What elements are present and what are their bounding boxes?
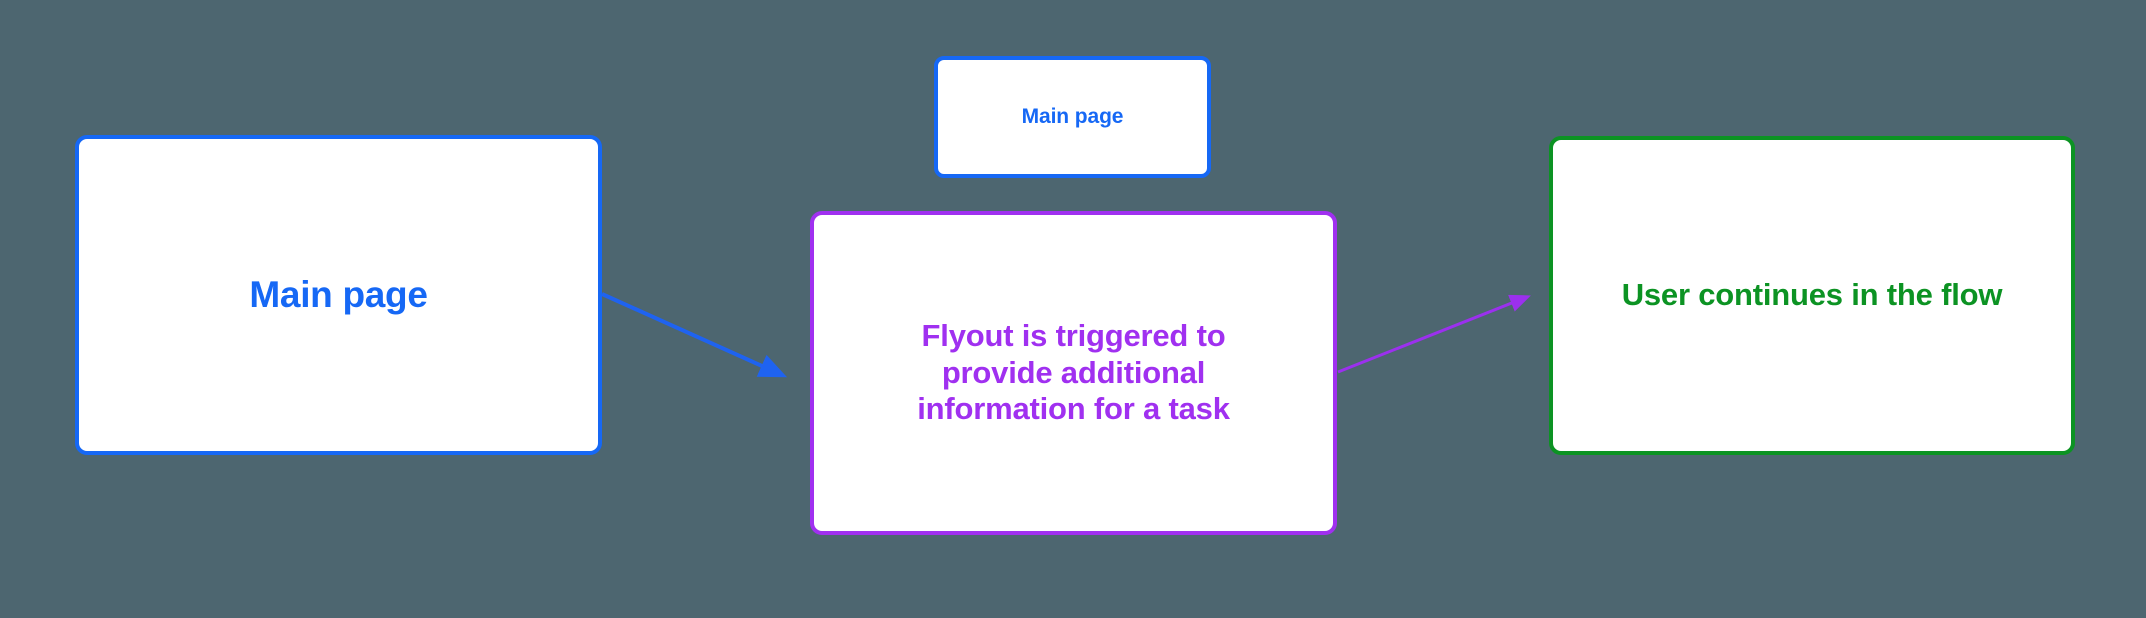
node-flyout[interactable]: Flyout is triggered to provide additiona… <box>810 211 1337 535</box>
node-main-page-left-label: Main page <box>249 274 428 316</box>
node-main-page-small[interactable]: Main page <box>934 56 1211 178</box>
node-flyout-label: Flyout is triggered to provide additiona… <box>917 318 1230 427</box>
node-main-page-left[interactable]: Main page <box>75 135 602 455</box>
connector-flyout-to-continue <box>1337 294 1531 374</box>
connector-main-page-to-flyout <box>601 292 788 378</box>
node-user-continues-label: User continues in the flow <box>1621 277 2003 313</box>
node-main-page-small-label: Main page <box>1021 104 1124 128</box>
node-user-continues[interactable]: User continues in the flow <box>1549 136 2075 455</box>
